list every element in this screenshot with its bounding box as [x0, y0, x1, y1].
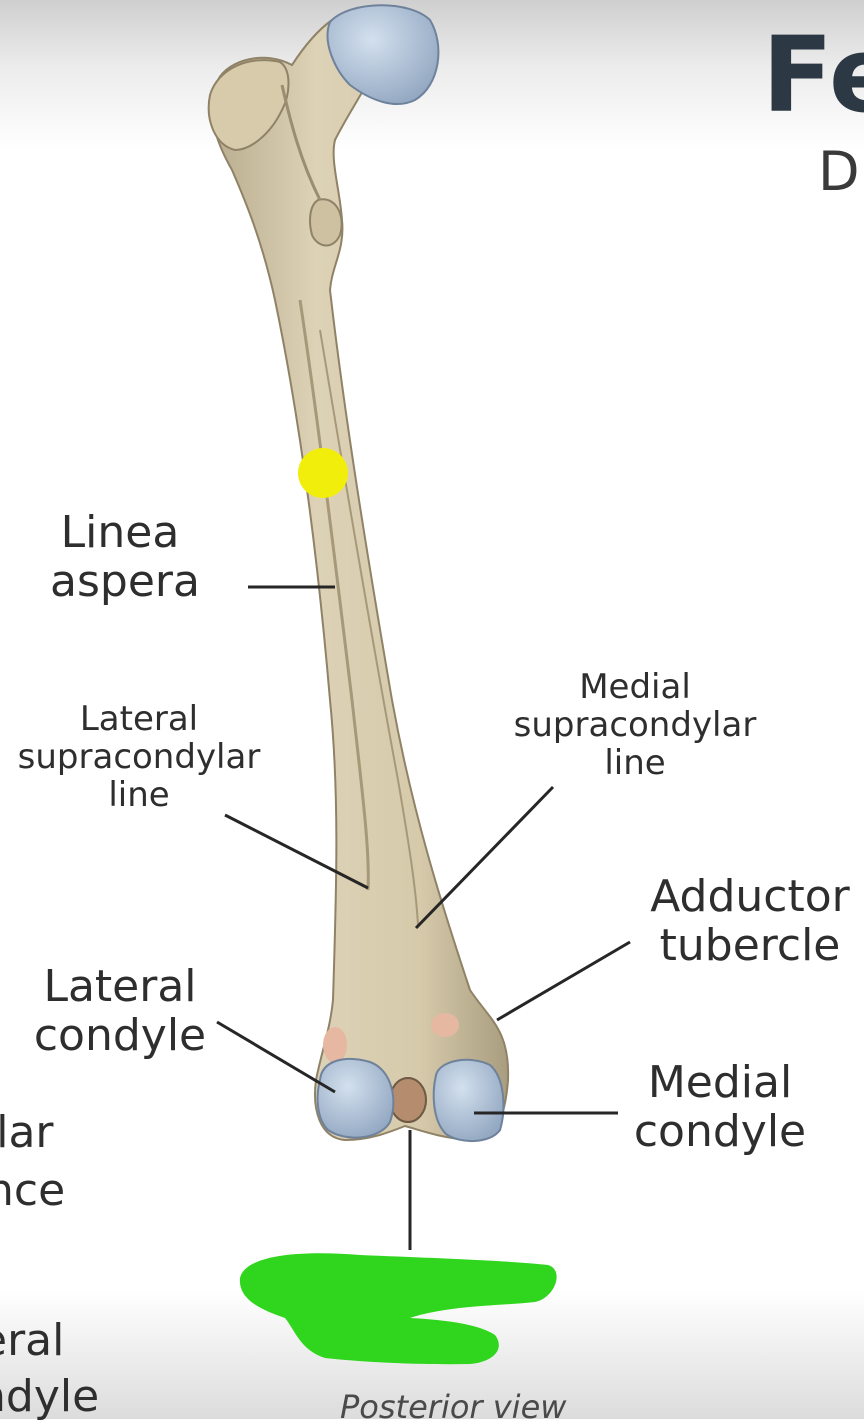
yellow-pin-marker [298, 448, 348, 498]
shaft-ridge [298, 299, 370, 891]
femur-shaft-outline [211, 18, 510, 1142]
label-cut-left-3: eral [0, 1315, 65, 1366]
femoral-head-cartilage [326, 4, 440, 105]
view-caption: Posterior view [340, 1388, 567, 1426]
label-cut-left-2: nce [0, 1165, 66, 1216]
medial-pink-facet [431, 1013, 459, 1037]
medial-condyle-cartilage [432, 1058, 505, 1143]
label-lateral-supracondylar-line: Lateral supracondylar line [17, 699, 261, 816]
label-cut-left-1: llar [0, 1107, 54, 1158]
lateral-condyle-cartilage [316, 1058, 395, 1139]
greater-trochanter [207, 59, 290, 152]
intertrochanteric-crest [280, 84, 322, 201]
intercondylar-fossa [389, 1077, 427, 1123]
green-redaction-scribble [239, 1253, 557, 1365]
title-cutoff: Fe [762, 14, 864, 136]
subtitle-cutoff: D [818, 140, 860, 203]
label-medial-supracondylar-line: Medial supracondylar line [513, 667, 757, 784]
lateral-pink-facet [323, 1027, 347, 1063]
label-adductor-tubercle: Adductor tubercle [650, 871, 850, 972]
leader-line-lateral-supracondylar [224, 813, 369, 890]
leader-lines [216, 585, 631, 1250]
leader-line-lateral-condyle [216, 1020, 336, 1094]
femur-bone [207, 18, 510, 1142]
medial-ridge [319, 329, 419, 926]
lesser-trochanter [309, 198, 343, 247]
leader-line-medial-supracondylar [414, 785, 555, 930]
label-lateral-condyle: Lateral condyle [33, 961, 207, 1062]
leader-line-adductor-tubercle [496, 940, 631, 1022]
label-linea-aspera: Linea aspera [50, 507, 200, 608]
label-cut-left-4: ndyle [0, 1371, 100, 1422]
label-medial-condyle: Medial condyle [633, 1057, 807, 1158]
